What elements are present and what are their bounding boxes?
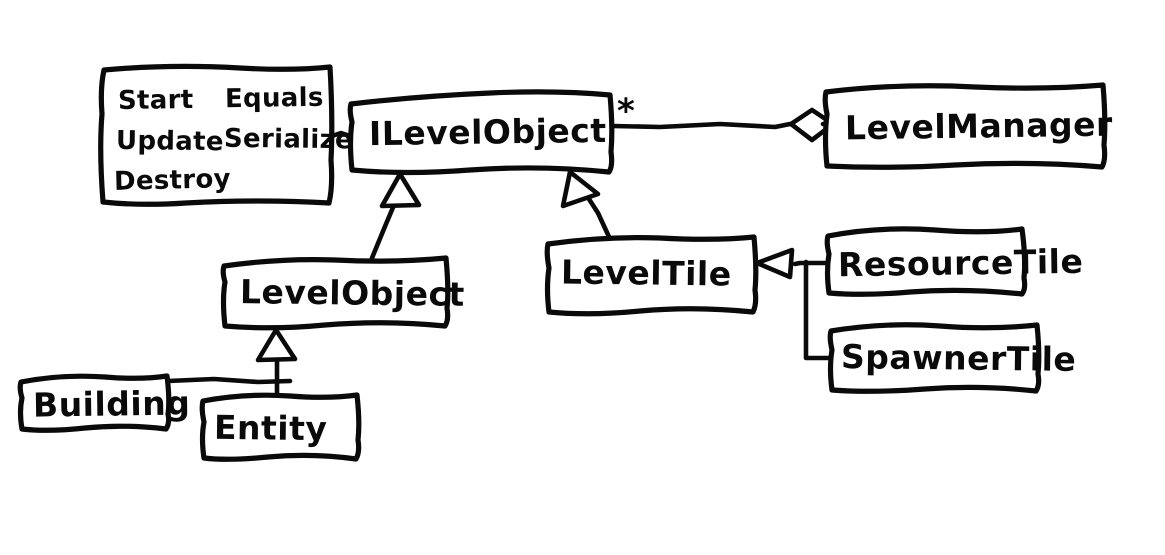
- connector-leveltile-generalization: [560, 169, 613, 242]
- levelobject-label: LevelObject: [240, 272, 465, 314]
- class-box-resourcetile[interactable]: ResourceTile: [824, 226, 1084, 297]
- method-equals: Equals: [225, 83, 324, 114]
- ilevelobject-label: ILevelObject: [369, 111, 607, 153]
- entity-label: Entity: [214, 408, 328, 448]
- building-label: Building: [33, 383, 191, 424]
- class-box-entity[interactable]: Entity: [199, 392, 362, 462]
- levelmanager-outline: [822, 82, 1108, 170]
- class-box-levelmanager[interactable]: LevelManager: [822, 82, 1114, 170]
- spawnertile-label: SpawnerTile: [841, 337, 1077, 379]
- building-outline: [17, 373, 172, 433]
- connector-levelobject-generalization: [369, 171, 422, 261]
- leveltile-outline: [544, 234, 759, 317]
- class-box-levelobject[interactable]: LevelObject: [220, 255, 465, 331]
- class-box-building[interactable]: Building: [17, 373, 191, 433]
- multiplicity-star: *: [617, 92, 635, 132]
- ilevelobject-outline: [347, 89, 615, 176]
- spawnertile-outline: [827, 322, 1042, 394]
- method-update: Update: [116, 126, 224, 157]
- class-box-ilevelobject[interactable]: ILevelObject *: [347, 89, 635, 176]
- method-start: Start: [118, 85, 194, 116]
- methods-note-box[interactable]: Start Equals Update Serialize Destroy: [98, 63, 353, 207]
- connector-levelmanager-aggregation: [610, 107, 836, 143]
- generalization-triangle-icon-leveltile-subclasses: [754, 247, 795, 280]
- methods-note-outline: [98, 63, 335, 207]
- levelmanager-label: LevelManager: [845, 105, 1114, 148]
- entity-outline: [199, 392, 362, 462]
- resourcetile-outline: [824, 226, 1028, 297]
- levelobject-outline: [220, 255, 451, 331]
- generalization-triangle-icon-leveltile: [560, 169, 601, 209]
- generalization-triangle-icon-levelobject: [379, 171, 422, 209]
- class-box-spawnertile[interactable]: SpawnerTile: [827, 322, 1077, 394]
- class-box-leveltile[interactable]: LevelTile: [544, 234, 759, 317]
- connector-note-to-ilevelobject: [329, 130, 353, 139]
- method-serialize: Serialize: [224, 124, 353, 156]
- leveltile-label: LevelTile: [561, 252, 732, 293]
- connector-levelobject-subclasses: [165, 327, 298, 401]
- generalization-triangle-icon-levelobject-subclasses: [255, 327, 298, 363]
- method-destroy: Destroy: [114, 164, 232, 197]
- resourcetile-label: ResourceTile: [838, 242, 1084, 284]
- connector-tiles-generalization: [754, 247, 831, 361]
